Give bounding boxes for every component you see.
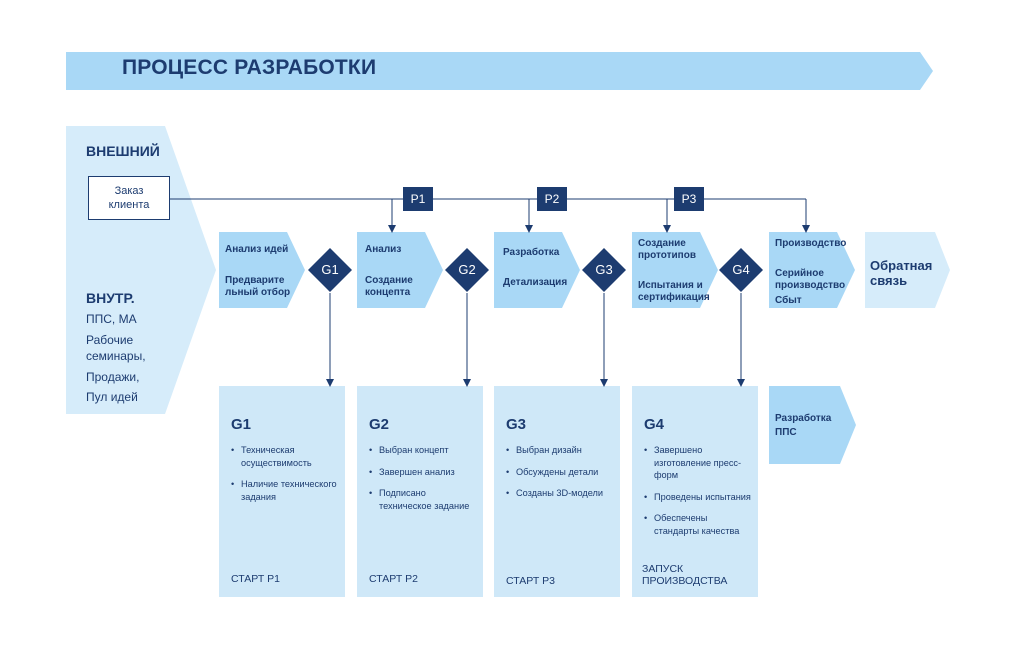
stage-1-line-1: Анализ идей bbox=[225, 244, 289, 255]
gate-label-g4: G4 bbox=[732, 262, 750, 277]
card-4-item: Обеспечены стандарты качества bbox=[644, 512, 754, 537]
card-1-list: Техническая осуществимость Наличие техни… bbox=[231, 444, 341, 512]
gate-diamond-1 bbox=[308, 248, 352, 292]
title-banner bbox=[66, 52, 933, 90]
stage-4-line-1: Создание bbox=[638, 238, 686, 249]
internal-item: Рабочие bbox=[86, 333, 134, 347]
internal-heading: ВНУТР. bbox=[86, 290, 135, 306]
stage-4-line-1b: прототипов bbox=[638, 250, 696, 261]
gate-label-g2: G2 bbox=[458, 262, 476, 277]
card-2-list: Выбран концепт Завершен анализ Подписано… bbox=[369, 444, 479, 521]
card-2-item: Выбран концепт bbox=[369, 444, 479, 457]
order-line-1: Заказ bbox=[114, 185, 144, 197]
stage-chevron-2 bbox=[357, 232, 443, 308]
card-3-item: Созданы 3D-модели bbox=[506, 487, 616, 500]
stage-3-line-1: Разработка bbox=[503, 247, 560, 258]
card-4-item: Завершено изготовление пресс-форм bbox=[644, 444, 754, 482]
customer-order-box: Заказ клиента bbox=[88, 176, 170, 220]
stage-3-line-2: Детализация bbox=[503, 277, 568, 288]
stage-2-line-1: Анализ bbox=[365, 244, 402, 255]
stage-1-line-3: льный отбор bbox=[225, 287, 291, 298]
card-3-footer: СТАРТ Р3 bbox=[506, 575, 556, 587]
stage-2-line-3: концепта bbox=[365, 287, 411, 298]
phase-p2: P2 bbox=[537, 187, 567, 211]
internal-item: ППС, МА bbox=[86, 312, 137, 326]
stage-5-line-3: Сбыт bbox=[775, 295, 802, 306]
card-1-item: Наличие технического задания bbox=[231, 478, 341, 503]
card-4-footer-line-1: ЗАПУСК bbox=[642, 563, 684, 575]
stage-5-line-2b: производство bbox=[775, 280, 846, 291]
stage-4-line-3: сертификация bbox=[638, 292, 710, 303]
stage-chevron-5 bbox=[769, 232, 855, 308]
page-title: ПРОЦЕСС РАЗРАБОТКИ bbox=[122, 56, 377, 79]
card-2-title: G2 bbox=[369, 416, 390, 433]
pps-line-1: Разработка bbox=[775, 413, 832, 424]
order-flow-line bbox=[170, 198, 396, 233]
stage-5-line-1: Производство bbox=[775, 238, 847, 249]
card-4-item: Проведены испытания bbox=[644, 491, 754, 504]
gate-label-g1: G1 bbox=[321, 262, 339, 277]
internal-item: Продажи, bbox=[86, 370, 140, 384]
card-4-list: Завершено изготовление пресс-форм Провед… bbox=[644, 444, 754, 546]
feedback-line-1: Обратная bbox=[870, 258, 933, 273]
card-3-list: Выбран дизайн Обсуждены детали Созданы 3… bbox=[506, 444, 616, 509]
stage-5-line-2: Серийное bbox=[775, 268, 824, 279]
stage-2-line-2: Создание bbox=[365, 275, 413, 286]
feedback-chevron bbox=[865, 232, 950, 308]
card-3-item: Обсуждены детали bbox=[506, 466, 616, 479]
card-2-item: Завершен анализ bbox=[369, 466, 479, 479]
gate-diamond-2 bbox=[445, 248, 489, 292]
external-heading: ВНЕШНИЙ bbox=[86, 143, 160, 159]
stage-chevron-1 bbox=[219, 232, 305, 308]
pps-line-2: ППС bbox=[775, 427, 797, 438]
card-4-title: G4 bbox=[644, 416, 665, 433]
stage-4-line-2: Испытания и bbox=[638, 280, 703, 291]
card-4-footer-line-2: ПРОИЗВОДСТВА bbox=[642, 575, 728, 587]
card-3-item: Выбран дизайн bbox=[506, 444, 616, 457]
card-2-item: Подписано техническое задание bbox=[369, 487, 479, 512]
card-3-title: G3 bbox=[506, 416, 527, 433]
internal-item: Пул идей bbox=[86, 390, 138, 404]
phase-p1: P1 bbox=[403, 187, 433, 211]
gate-label-g3: G3 bbox=[595, 262, 613, 277]
card-1-footer: СТАРТ Р1 bbox=[231, 573, 281, 585]
card-2-footer: СТАРТ Р2 bbox=[369, 573, 419, 585]
order-line-2: клиента bbox=[108, 199, 150, 211]
internal-item: семинары, bbox=[86, 349, 146, 363]
pps-chevron bbox=[769, 386, 856, 464]
card-1-title: G1 bbox=[231, 416, 252, 433]
stage-chevron-3 bbox=[494, 232, 580, 308]
feedback-line-2: связь bbox=[870, 273, 908, 288]
gate-diamond-3 bbox=[582, 248, 626, 292]
stage-1-line-2: Предварите bbox=[225, 275, 285, 286]
stage-chevron-4 bbox=[632, 232, 718, 308]
phase-p3: P3 bbox=[674, 187, 704, 211]
card-1-item: Техническая осуществимость bbox=[231, 444, 341, 469]
gate-diamond-4 bbox=[719, 248, 763, 292]
